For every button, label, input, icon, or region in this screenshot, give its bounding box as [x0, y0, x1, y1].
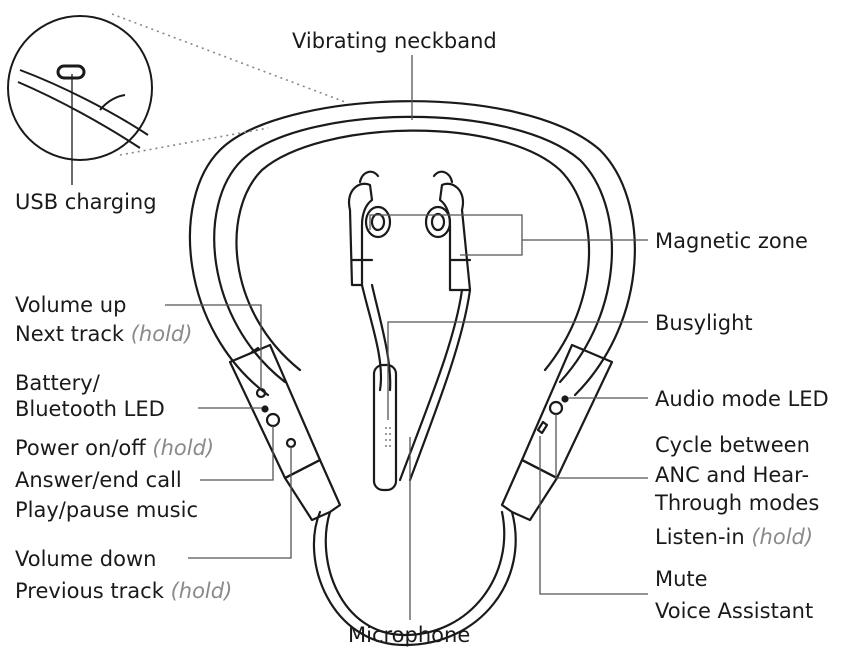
audio-mode-led-label: Audio mode LED	[655, 387, 829, 411]
cycle-label-line2: ANC and Hear-	[655, 463, 810, 487]
microphone-label: Microphone	[348, 623, 471, 647]
mute-microphone-icon[interactable]	[536, 420, 549, 435]
neckband-rim	[213, 115, 614, 384]
cable-loop	[312, 510, 517, 647]
answer-call-label: Answer/end call	[15, 468, 182, 492]
usb-charging-label: USB charging	[15, 190, 157, 214]
microphone-holes	[385, 427, 391, 447]
play-pause-label: Play/pause music	[15, 498, 199, 522]
previous-track-label: Previous track (hold)	[15, 578, 232, 604]
volume-down-icon[interactable]	[285, 437, 297, 449]
next-track-label: Next track (hold)	[15, 321, 192, 347]
usb-port-icon	[56, 64, 86, 80]
power-leader	[200, 426, 274, 481]
battery-led-icon	[261, 405, 269, 413]
listen-in-hold: (hold)	[751, 525, 814, 549]
neckband-label: Vibrating neckband	[292, 29, 497, 53]
neckband-outline-outer	[188, 100, 636, 397]
volume-down-label: Volume down	[15, 547, 157, 571]
right-controller-tip	[500, 458, 559, 522]
right-earbud	[438, 182, 472, 292]
next-track-text: Next track	[15, 322, 125, 346]
anc-button-icon[interactable]	[548, 400, 564, 416]
next-track-hold: (hold)	[130, 322, 193, 346]
audio-mode-led-icon	[561, 395, 569, 403]
cycle-label-line3: Through modes	[655, 491, 820, 515]
volume-up-label: Volume up	[15, 293, 127, 317]
listen-in-label: Listen-in (hold)	[655, 524, 813, 550]
power-label: Power on/off (hold)	[15, 435, 214, 461]
left-controller	[228, 343, 322, 480]
cycle-label-line1: Cycle between	[655, 433, 810, 457]
magnetic-leader	[369, 214, 523, 256]
mute-label: Mute	[655, 567, 708, 591]
battery-label-line2: Bluetooth LED	[15, 397, 165, 421]
volume-down-leader	[188, 447, 292, 559]
neckband-outline-inner	[235, 129, 591, 372]
mute-leader	[539, 436, 648, 595]
previous-track-text: Previous track	[15, 579, 164, 603]
busylight-label: Busylight	[655, 311, 753, 335]
power-button-icon[interactable]	[265, 412, 281, 428]
anc-leader	[555, 414, 648, 479]
left-earbud	[347, 182, 374, 287]
left-earbud-cable	[360, 283, 383, 392]
busylight-leader	[387, 321, 648, 420]
volume-up-leader	[165, 304, 262, 389]
right-earbud-cable	[398, 288, 464, 482]
left-controller-tip	[283, 458, 342, 522]
power-hold: (hold)	[152, 436, 215, 460]
power-text: Power on/off	[15, 436, 146, 460]
usb-zoom-circle	[7, 15, 153, 161]
inline-microphone-module	[372, 363, 398, 492]
battery-label-line1: Battery/	[15, 371, 100, 395]
listen-in-text: Listen-in	[655, 525, 745, 549]
voice-assistant-label: Voice Assistant	[655, 599, 814, 623]
previous-track-hold: (hold)	[170, 579, 233, 603]
magnetic-zone-label: Magnetic zone	[655, 229, 808, 253]
